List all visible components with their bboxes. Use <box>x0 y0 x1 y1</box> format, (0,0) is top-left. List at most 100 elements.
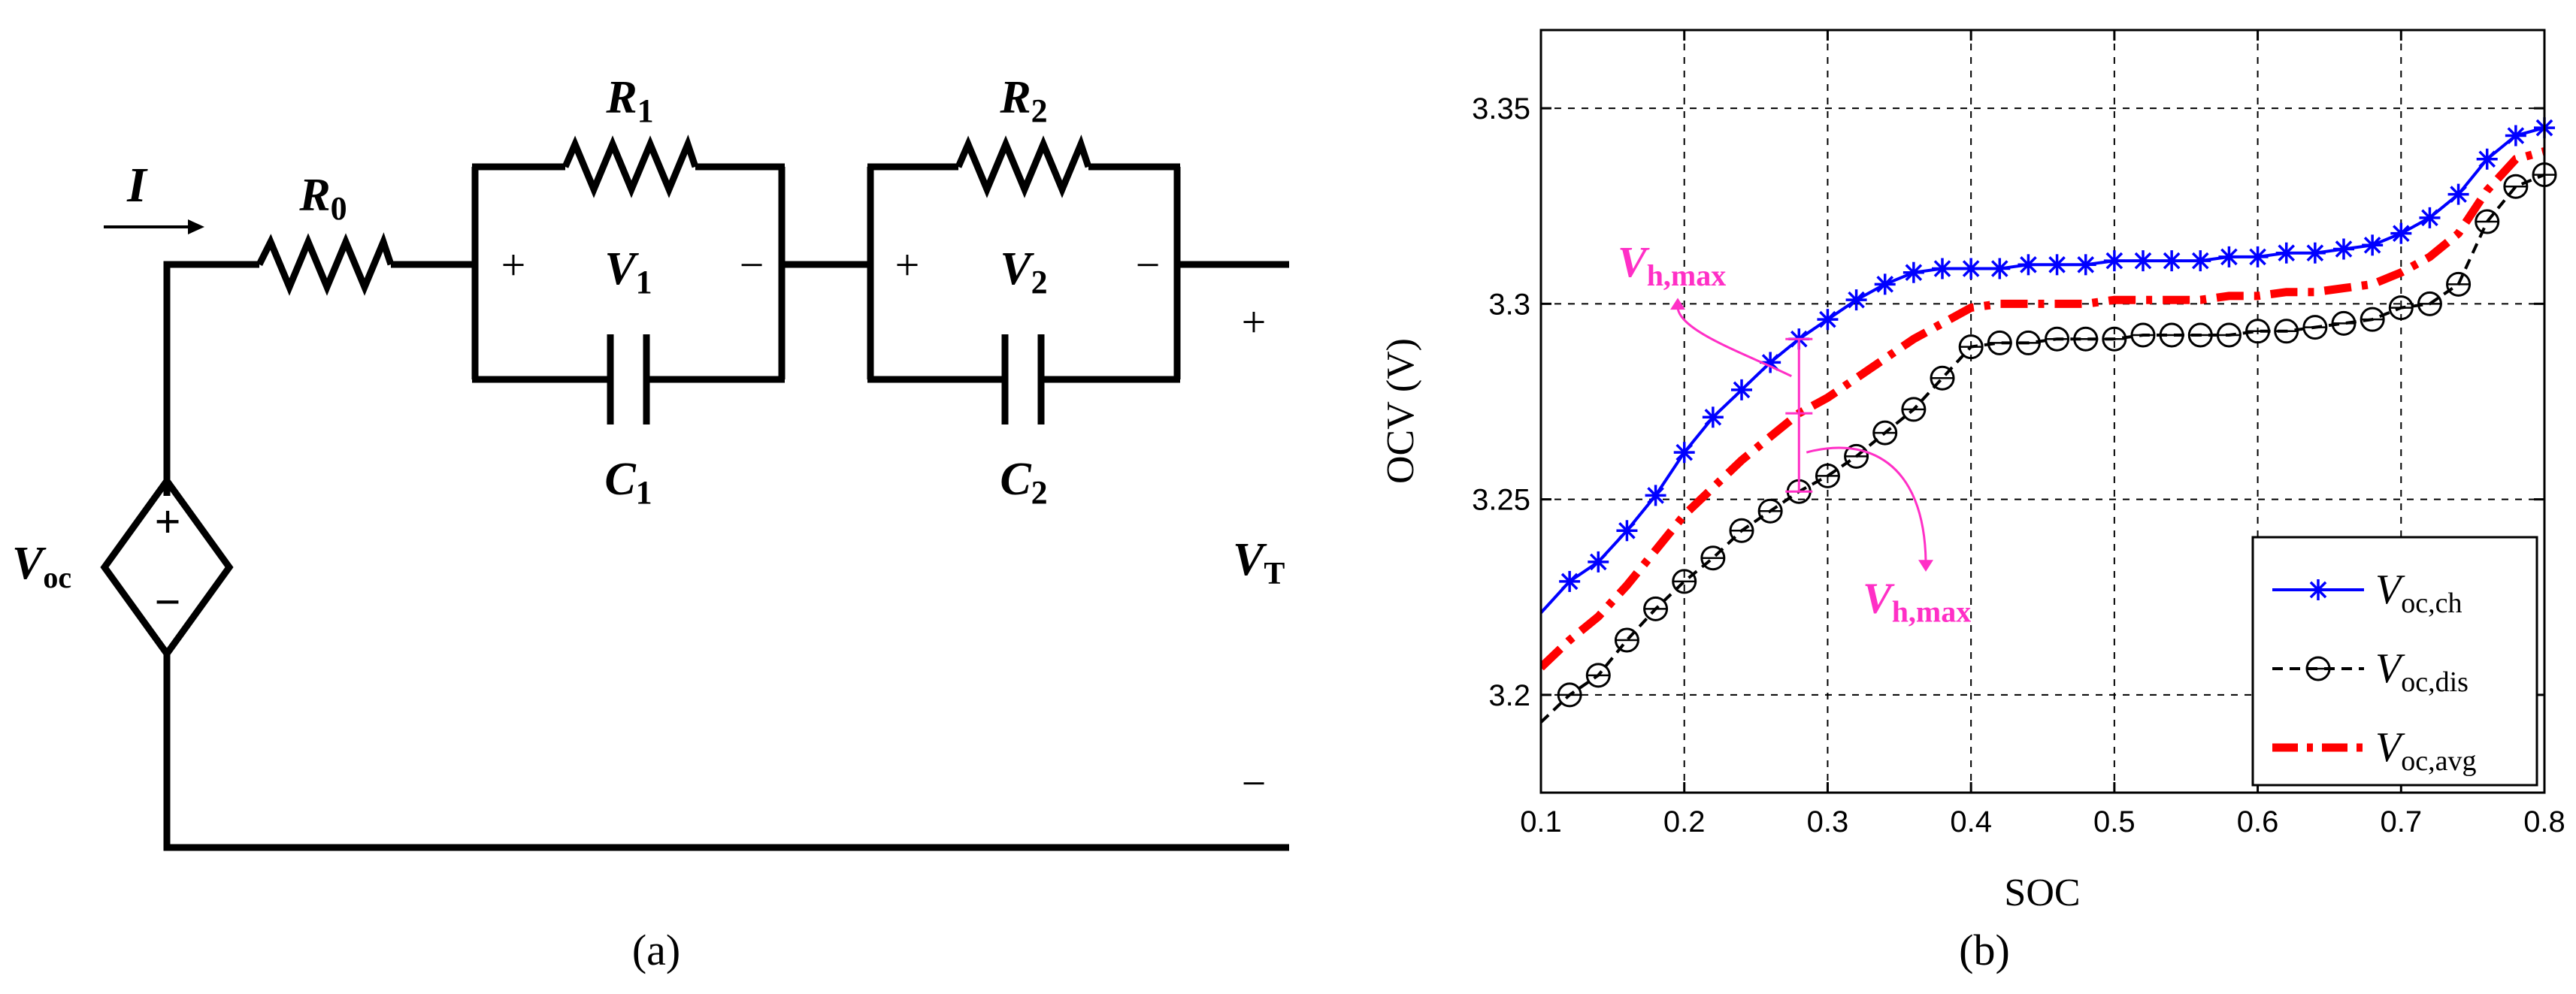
y-tick-label: 3.3 <box>1488 288 1530 321</box>
marker-asterisk <box>1559 570 1581 592</box>
annotation-arrowhead-upper <box>1670 298 1685 310</box>
marker-asterisk <box>2304 242 2326 264</box>
rc2-minus: − <box>1136 240 1161 289</box>
marker-asterisk <box>2161 250 2183 272</box>
x-tick-label: 0.3 <box>1807 805 1849 838</box>
current-arrow-head <box>188 219 204 234</box>
r0-label: R0 <box>298 170 347 227</box>
grid <box>1541 30 2544 793</box>
x-tick-label: 0.4 <box>1950 805 1992 838</box>
marker-asterisk <box>1960 258 1982 279</box>
marker-asterisk <box>1702 406 1724 428</box>
y-tick-label: 3.2 <box>1488 679 1530 712</box>
asterisk-stroke <box>1962 260 1980 277</box>
rc2-plus: + <box>895 240 920 289</box>
asterisk-stroke <box>2077 255 2095 273</box>
x-axis-label: SOC <box>2004 872 2080 914</box>
marker-asterisk <box>1817 309 1839 331</box>
asterisk-stroke <box>1905 264 1923 282</box>
series-line <box>1541 147 2544 671</box>
terminal-plus: + <box>1242 298 1267 346</box>
current-label: I <box>126 158 148 213</box>
y-tick-label: 3.25 <box>1472 484 1530 517</box>
asterisk-stroke <box>2507 127 2525 144</box>
asterisk-stroke <box>1990 260 2008 277</box>
marker-asterisk <box>2018 254 2039 276</box>
marker-asterisk <box>2218 246 2240 267</box>
marker-asterisk <box>1731 379 1752 400</box>
asterisk-stroke <box>1876 276 1894 293</box>
x-tick-label: 0.5 <box>2093 805 2136 838</box>
asterisk-stroke <box>1733 381 1751 399</box>
rc1-plus: + <box>501 240 526 289</box>
series-line <box>1541 173 2544 724</box>
asterisk-stroke <box>1647 487 1664 504</box>
marker-asterisk <box>2046 254 2068 276</box>
resistor-r2 <box>955 134 1092 198</box>
asterisk-stroke <box>2309 581 2327 599</box>
legend-label: Voc,ch <box>2375 566 2462 619</box>
marker-asterisk <box>2247 246 2269 267</box>
asterisk-stroke <box>2478 150 2496 168</box>
source-plus: + <box>154 497 180 548</box>
marker-asterisk <box>2476 148 2498 170</box>
asterisk-stroke <box>1589 553 1607 571</box>
resistor-r1 <box>562 134 699 198</box>
asterisk-stroke <box>2220 248 2238 266</box>
marker-asterisk <box>1845 289 1867 311</box>
legend-box <box>2251 536 2538 787</box>
marker-asterisk <box>1902 261 1924 283</box>
asterisk-stroke <box>2020 255 2037 273</box>
asterisk-stroke <box>1560 573 1579 591</box>
wire-left-top <box>163 261 259 496</box>
asterisk-stroke <box>2191 252 2209 270</box>
x-tick-label: 0.2 <box>1663 805 1706 838</box>
asterisk-stroke <box>2134 252 2152 270</box>
asterisk-stroke <box>2363 236 2381 254</box>
rc1-minus: − <box>740 240 764 289</box>
asterisk-stroke <box>1819 310 1836 328</box>
asterisk-stroke <box>2163 252 2181 270</box>
x-tick-label: 0.6 <box>2237 805 2279 838</box>
plot-frame <box>1539 29 2546 794</box>
marker-asterisk <box>1989 258 2011 279</box>
panel-label-b: (b) <box>1959 926 2010 974</box>
r2-label: R2 <box>999 72 1047 129</box>
marker-asterisk <box>2419 207 2441 228</box>
asterisk-stroke <box>2450 186 2467 203</box>
annotation-label-vhmax: Vh,max <box>1618 237 1726 292</box>
asterisk-stroke <box>2392 225 2410 242</box>
annotation-arrowhead-lower <box>1918 560 1933 572</box>
voc-label: Voc <box>12 538 71 594</box>
equivalent-circuit-diagram: I R0 R1 R2 V1 V2 C1 C2 + − + − + − + − V… <box>12 72 1289 974</box>
x-tick-label: 0.1 <box>1520 805 1562 838</box>
marker-asterisk <box>2103 250 2125 272</box>
marker-asterisk <box>1616 520 1638 542</box>
panel-label-a: (a) <box>632 926 680 974</box>
marker-asterisk <box>2447 183 2469 205</box>
asterisk-stroke <box>2306 244 2324 262</box>
x-tick-label: 0.8 <box>2523 805 2565 838</box>
marker-asterisk <box>2362 234 2384 256</box>
v2-label: V2 <box>1000 243 1047 301</box>
marker-asterisk <box>1588 551 1609 573</box>
annotation-arrow-upper <box>1676 307 1792 378</box>
marker-asterisk <box>2275 242 2297 264</box>
asterisk-stroke <box>2421 209 2438 227</box>
v1-label: V1 <box>604 243 652 301</box>
y-axis-label: OCV (V) <box>1379 338 1422 484</box>
marker-asterisk <box>2390 222 2412 244</box>
vt-label: VT <box>1233 534 1285 591</box>
marker-asterisk <box>2190 250 2211 272</box>
marker-asterisk <box>1874 273 1896 295</box>
marker-asterisk <box>2075 254 2096 276</box>
marker-asterisk <box>2133 250 2154 272</box>
asterisk-stroke <box>1704 408 1722 426</box>
asterisk-stroke <box>1761 354 1779 371</box>
